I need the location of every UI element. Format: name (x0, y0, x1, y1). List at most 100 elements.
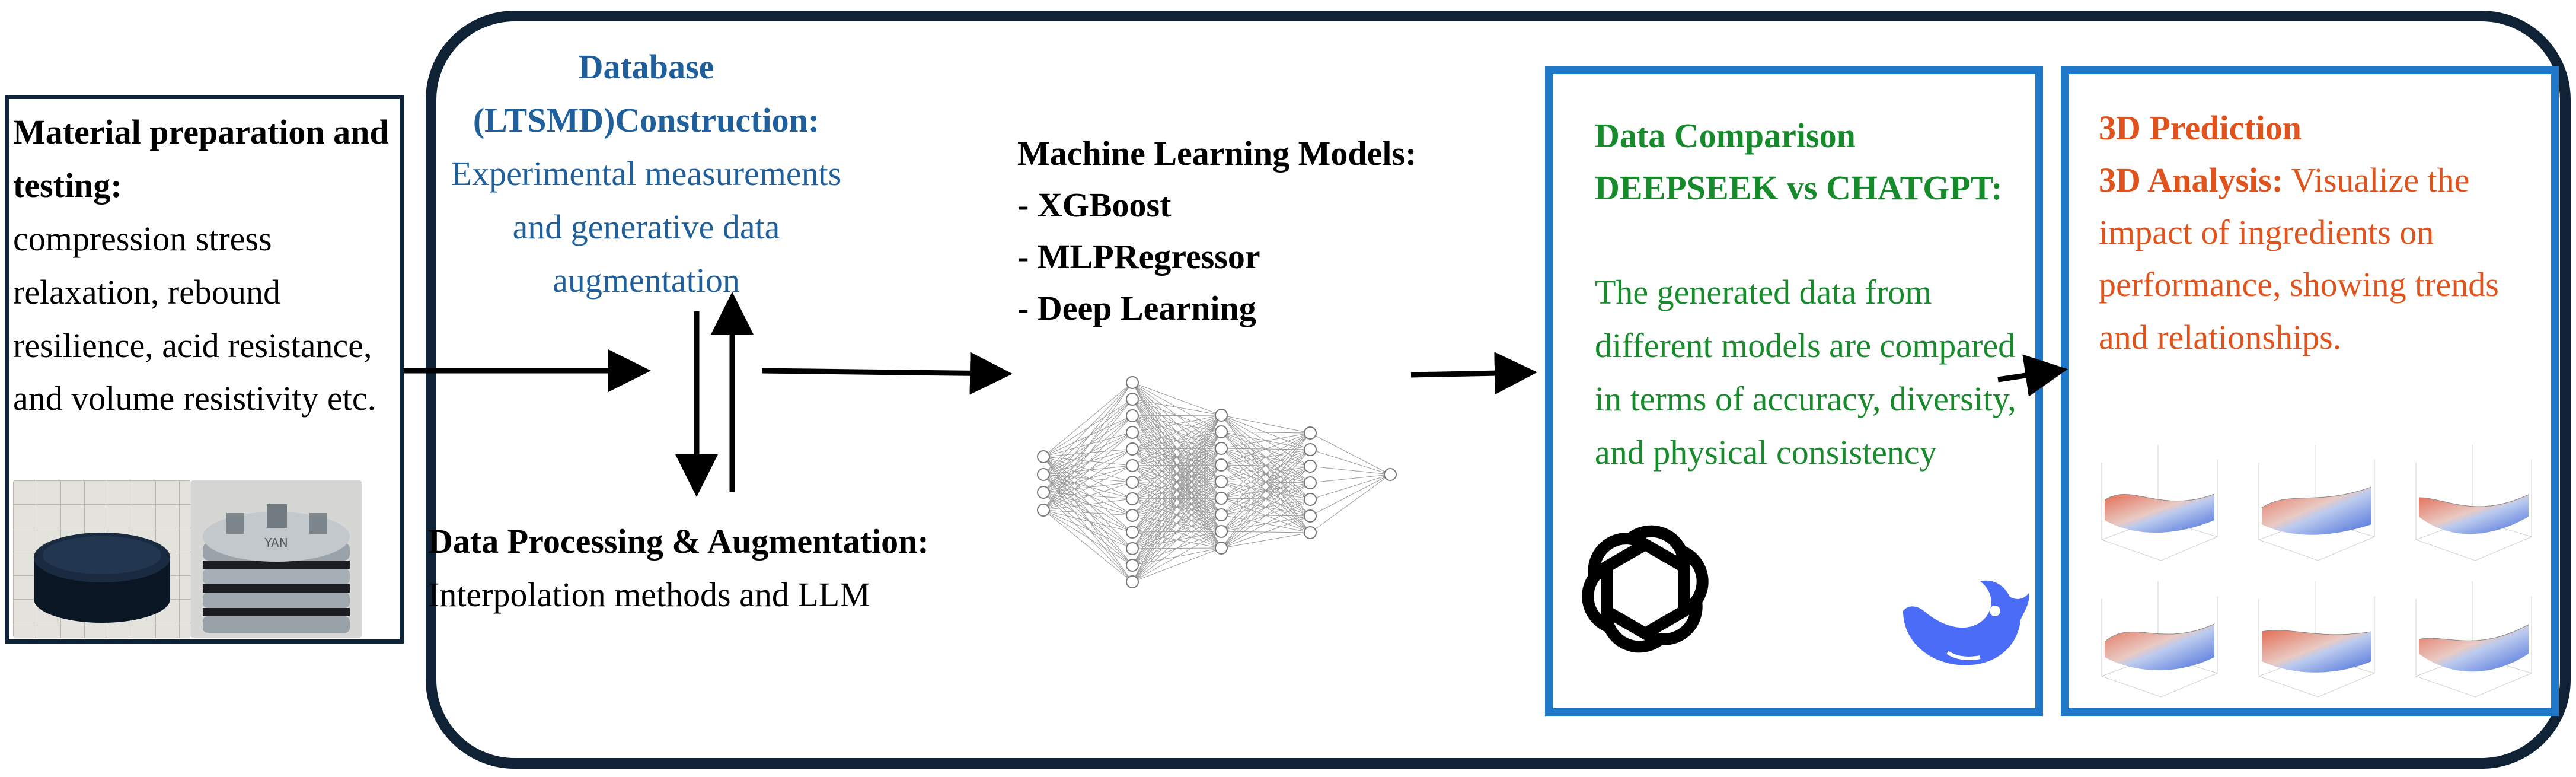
chatgpt-logo-icon (1582, 525, 1709, 653)
database-title: Database (LTSMD)Construction: (473, 47, 820, 139)
nn-edge (1043, 492, 1133, 582)
nn-node (1304, 426, 1317, 440)
deepseek-logo-icon (1903, 580, 2029, 665)
nn-edge (1043, 432, 1133, 457)
nn-edge (1043, 498, 1133, 511)
nn-edge (1132, 415, 1222, 566)
nn-edge (1221, 432, 1311, 549)
nn-node (1126, 526, 1139, 539)
nn-edge (1132, 415, 1222, 533)
nn-edge (1043, 465, 1133, 475)
nn-node (1126, 376, 1139, 389)
nn-edge (1310, 474, 1391, 500)
nn-edge (1221, 432, 1311, 482)
nn-edge (1132, 531, 1222, 582)
nn-node (1126, 575, 1139, 588)
database-section: Database (LTSMD)Construction: Experiment… (433, 40, 860, 307)
nn-node (1215, 475, 1228, 488)
processing-title: Data Processing & Augmentation: (428, 522, 929, 561)
arrow-comparison-to-prediction (1997, 354, 2068, 397)
nn-node (1215, 525, 1228, 538)
nn-edge (1043, 474, 1133, 533)
nn-edge (1132, 415, 1222, 466)
nn-node (1215, 508, 1228, 521)
nn-edge (1132, 498, 1222, 582)
nn-node (1215, 492, 1228, 505)
nn-edge (1221, 432, 1311, 515)
nn-edge (1043, 456, 1133, 566)
nn-node (1126, 393, 1139, 406)
nn-node (1304, 526, 1317, 539)
material-text: compression stress relaxation, rebound r… (13, 219, 376, 418)
nn-edge (1132, 415, 1222, 516)
nn-node (1037, 486, 1050, 499)
nn-edge (1132, 415, 1222, 416)
nn-edge (1310, 474, 1391, 483)
nn-edge (1132, 415, 1222, 433)
nn-edge (1221, 466, 1311, 549)
nn-edge (1132, 448, 1222, 582)
nn-edge (1132, 415, 1222, 483)
nn-edge (1221, 432, 1311, 532)
nn-edge (1043, 474, 1133, 549)
3d-surface-plot (2258, 581, 2375, 698)
nn-edge (1132, 431, 1222, 582)
prediction-subtitle: 3D Analysis: (2099, 161, 2284, 200)
nn-edge (1221, 415, 1311, 434)
nn-node (1215, 409, 1228, 422)
nn-edge (1043, 448, 1133, 457)
nn-node (1037, 450, 1050, 463)
nn-edge (1132, 481, 1222, 582)
nn-edge (1132, 399, 1222, 416)
nn-node (1304, 493, 1317, 506)
nn-edge (1043, 492, 1133, 533)
sample-photo (13, 480, 191, 638)
nn-edge (1043, 456, 1133, 533)
neural-network-diagram (1037, 376, 1397, 588)
nn-edge (1043, 509, 1133, 549)
nn-edge (1043, 474, 1133, 499)
nn-edge (1043, 432, 1133, 511)
nn-node (1037, 504, 1050, 517)
nn-edge (1310, 432, 1391, 475)
material-section: Material preparation and testing: compre… (13, 106, 404, 425)
nn-edge (1043, 399, 1133, 457)
nn-edge (1043, 399, 1133, 493)
nn-edge (1043, 509, 1133, 516)
nn-edge (1043, 465, 1133, 493)
material-box (5, 95, 404, 644)
nn-edge (1043, 415, 1133, 457)
nn-node (1215, 542, 1228, 555)
nn-node (1304, 509, 1317, 523)
nn-node (1215, 458, 1228, 472)
nn-edge (1043, 474, 1133, 483)
nn-edge (1043, 482, 1133, 493)
nn-edge (1221, 532, 1311, 549)
nn-edge (1043, 509, 1133, 533)
nn-edge (1043, 399, 1133, 511)
processing-text: Interpolation methods and LLM (428, 575, 870, 614)
nn-edge (1221, 482, 1311, 549)
nn-edge (1043, 456, 1133, 516)
nn-edge (1132, 415, 1222, 582)
nn-node (1126, 426, 1139, 439)
fixture-photo: YAN (191, 480, 362, 638)
nn-edge (1043, 492, 1133, 499)
nn-node (1037, 468, 1050, 481)
nn-edge (1043, 509, 1133, 566)
nn-edge (1043, 382, 1133, 511)
nn-edge (1043, 415, 1133, 475)
3d-surface-plot (2415, 581, 2532, 698)
nn-edge (1043, 509, 1133, 582)
database-text: Experimental measurements and generative… (451, 154, 842, 300)
arrow-ml-to-comparison (1410, 352, 1537, 395)
ml-item-deep-learning: - Deep Learning (1017, 289, 1256, 327)
nn-edge (1043, 415, 1133, 511)
nn-node (1126, 542, 1139, 555)
nn-edge (1043, 448, 1133, 475)
nn-edge (1043, 382, 1133, 475)
nn-edge (1221, 431, 1311, 434)
nn-edge (1043, 492, 1133, 516)
nn-edge (1043, 399, 1133, 475)
nn-edge (1043, 456, 1133, 483)
